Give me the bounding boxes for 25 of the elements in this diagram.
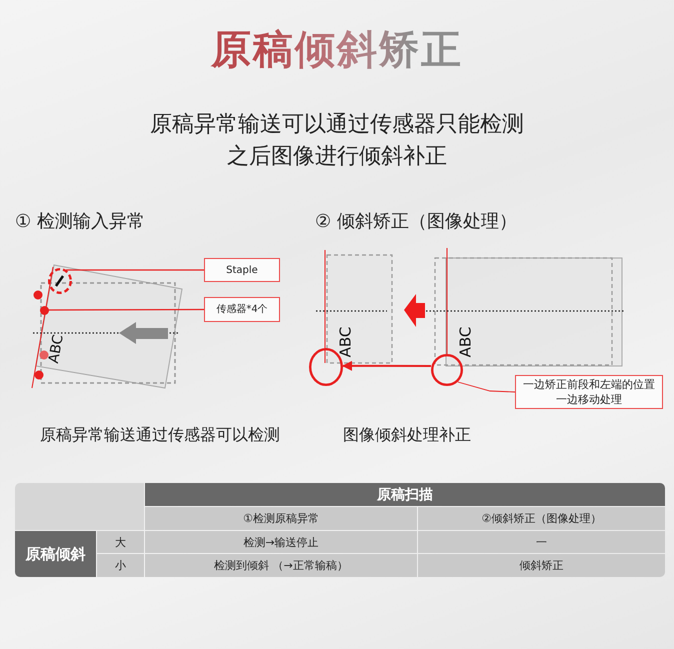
section-heading: ② 倾斜矫正（图像处理） (315, 210, 517, 234)
table-header: 原稿倾斜 (15, 531, 96, 577)
leader-line (48, 308, 204, 311)
table-cell: 倾斜矫正 (418, 554, 665, 577)
table-cell: 检测到倾斜 （→正常输稿） (145, 554, 417, 577)
leader-line (66, 269, 204, 271)
table-header: ②倾斜矫正（图像处理） (418, 507, 665, 530)
document-text: ABC (337, 326, 354, 358)
table-cell: 检测→输送停止 (145, 531, 417, 553)
leader-line (457, 382, 516, 392)
table-header: 原稿扫描 (145, 483, 665, 506)
callout-box: 传感器*4个 (204, 297, 280, 322)
callout-box: 一边矫正前段和左端的位置一边移动处理 (515, 375, 663, 409)
table-cell: 一 (418, 531, 665, 553)
caption: 原稿异常输送通过传感器可以检测 (40, 424, 280, 446)
table-cell: 小 (97, 554, 144, 577)
caption: 图像倾斜处理补正 (343, 424, 471, 446)
table-header: ①检测原稿异常 (145, 507, 417, 530)
table-cell: 大 (97, 531, 144, 553)
callout-box: Staple (204, 258, 280, 282)
document-text: ABC (46, 333, 67, 365)
section-heading: ① 检测输入异常 (15, 210, 145, 234)
document-text: ABC (457, 326, 474, 358)
arrow (342, 360, 431, 371)
subtitle: 原稿异常输送可以通过传感器只能检测之后图像进行倾斜补正 (149, 111, 525, 171)
